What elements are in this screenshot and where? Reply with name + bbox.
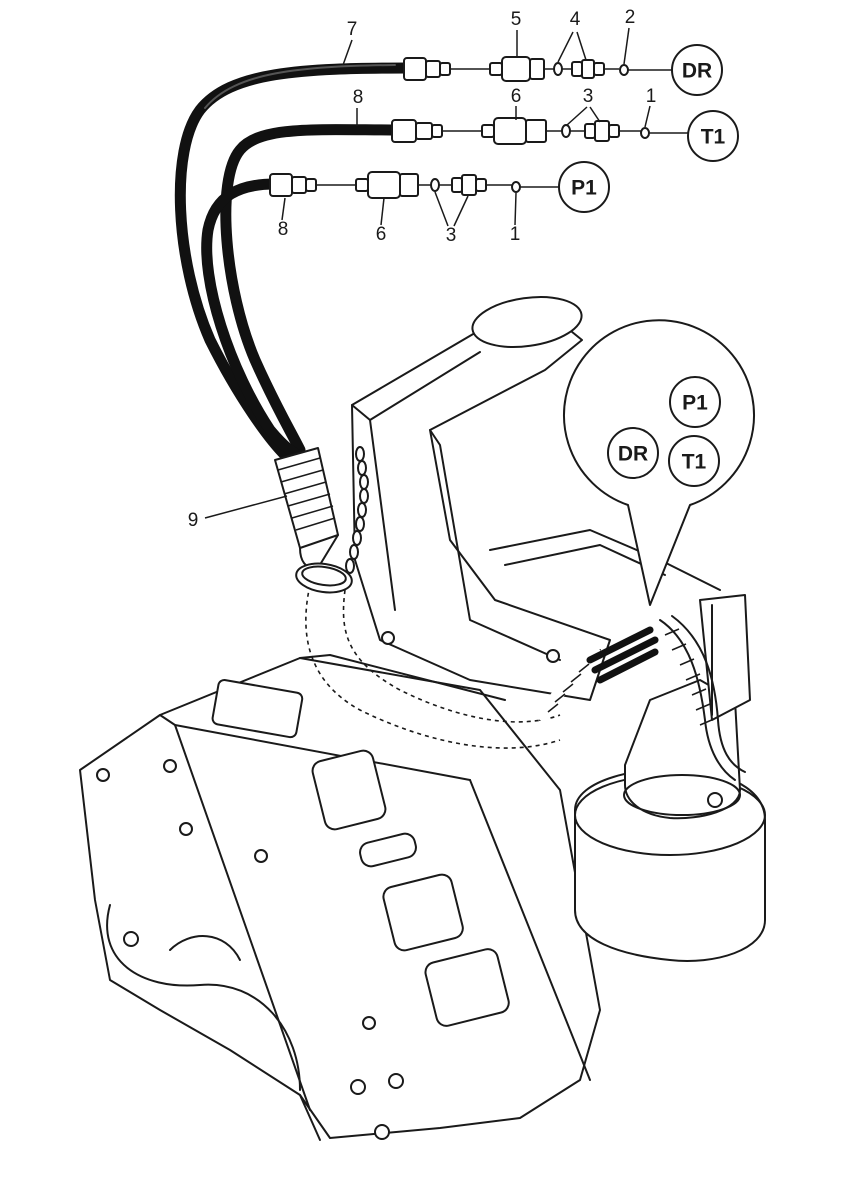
callout-6-low: 6 (376, 224, 387, 245)
fitting-row-dr: DR (403, 44, 723, 96)
fitting-row-p1: P1 (269, 161, 610, 213)
detail-p1-label: P1 (682, 392, 708, 415)
callout-1-mid: 1 (646, 86, 657, 107)
hose-assembly (174, 62, 416, 464)
rotator-motor (574, 594, 766, 962)
port-t1-label: T1 (701, 126, 726, 149)
detail-t1-label: T1 (682, 451, 707, 474)
machine-body (79, 654, 601, 1141)
callout-9: 9 (188, 510, 199, 531)
callout-8-low: 8 (278, 219, 289, 240)
callout-7: 7 (347, 19, 358, 40)
callout-4: 4 (570, 9, 581, 30)
detail-p1-circle (669, 376, 721, 428)
callout-2: 2 (625, 7, 636, 28)
fitting-row-t1: T1 (391, 110, 739, 162)
detail-t1-circle (668, 435, 720, 487)
callout-8-top: 8 (353, 87, 364, 108)
callout-3-mid: 3 (583, 86, 594, 107)
hidden-hose-route (305, 584, 561, 749)
routed-hose-bundle (535, 615, 746, 781)
callout-3-low: 3 (446, 225, 457, 246)
leader-lines (204, 27, 651, 519)
cap-chain (345, 446, 369, 574)
callout-1-low: 1 (510, 224, 521, 245)
detail-dr-label: DR (618, 443, 648, 466)
callout-numbers: 7 5 4 2 8 6 3 1 8 6 3 1 9 (188, 7, 657, 531)
port-detail-callout: P1 DR T1 (563, 319, 755, 606)
hose-sleeve-9 (274, 446, 369, 594)
callout-5: 5 (511, 9, 522, 30)
port-dr-label: DR (682, 60, 712, 83)
port-dr-circle (671, 44, 723, 96)
detail-dr-circle (607, 427, 659, 479)
port-t1-circle (687, 110, 739, 162)
callout-6-mid: 6 (511, 86, 522, 107)
port-p1-circle (558, 161, 610, 213)
port-p1-label: P1 (571, 177, 597, 200)
